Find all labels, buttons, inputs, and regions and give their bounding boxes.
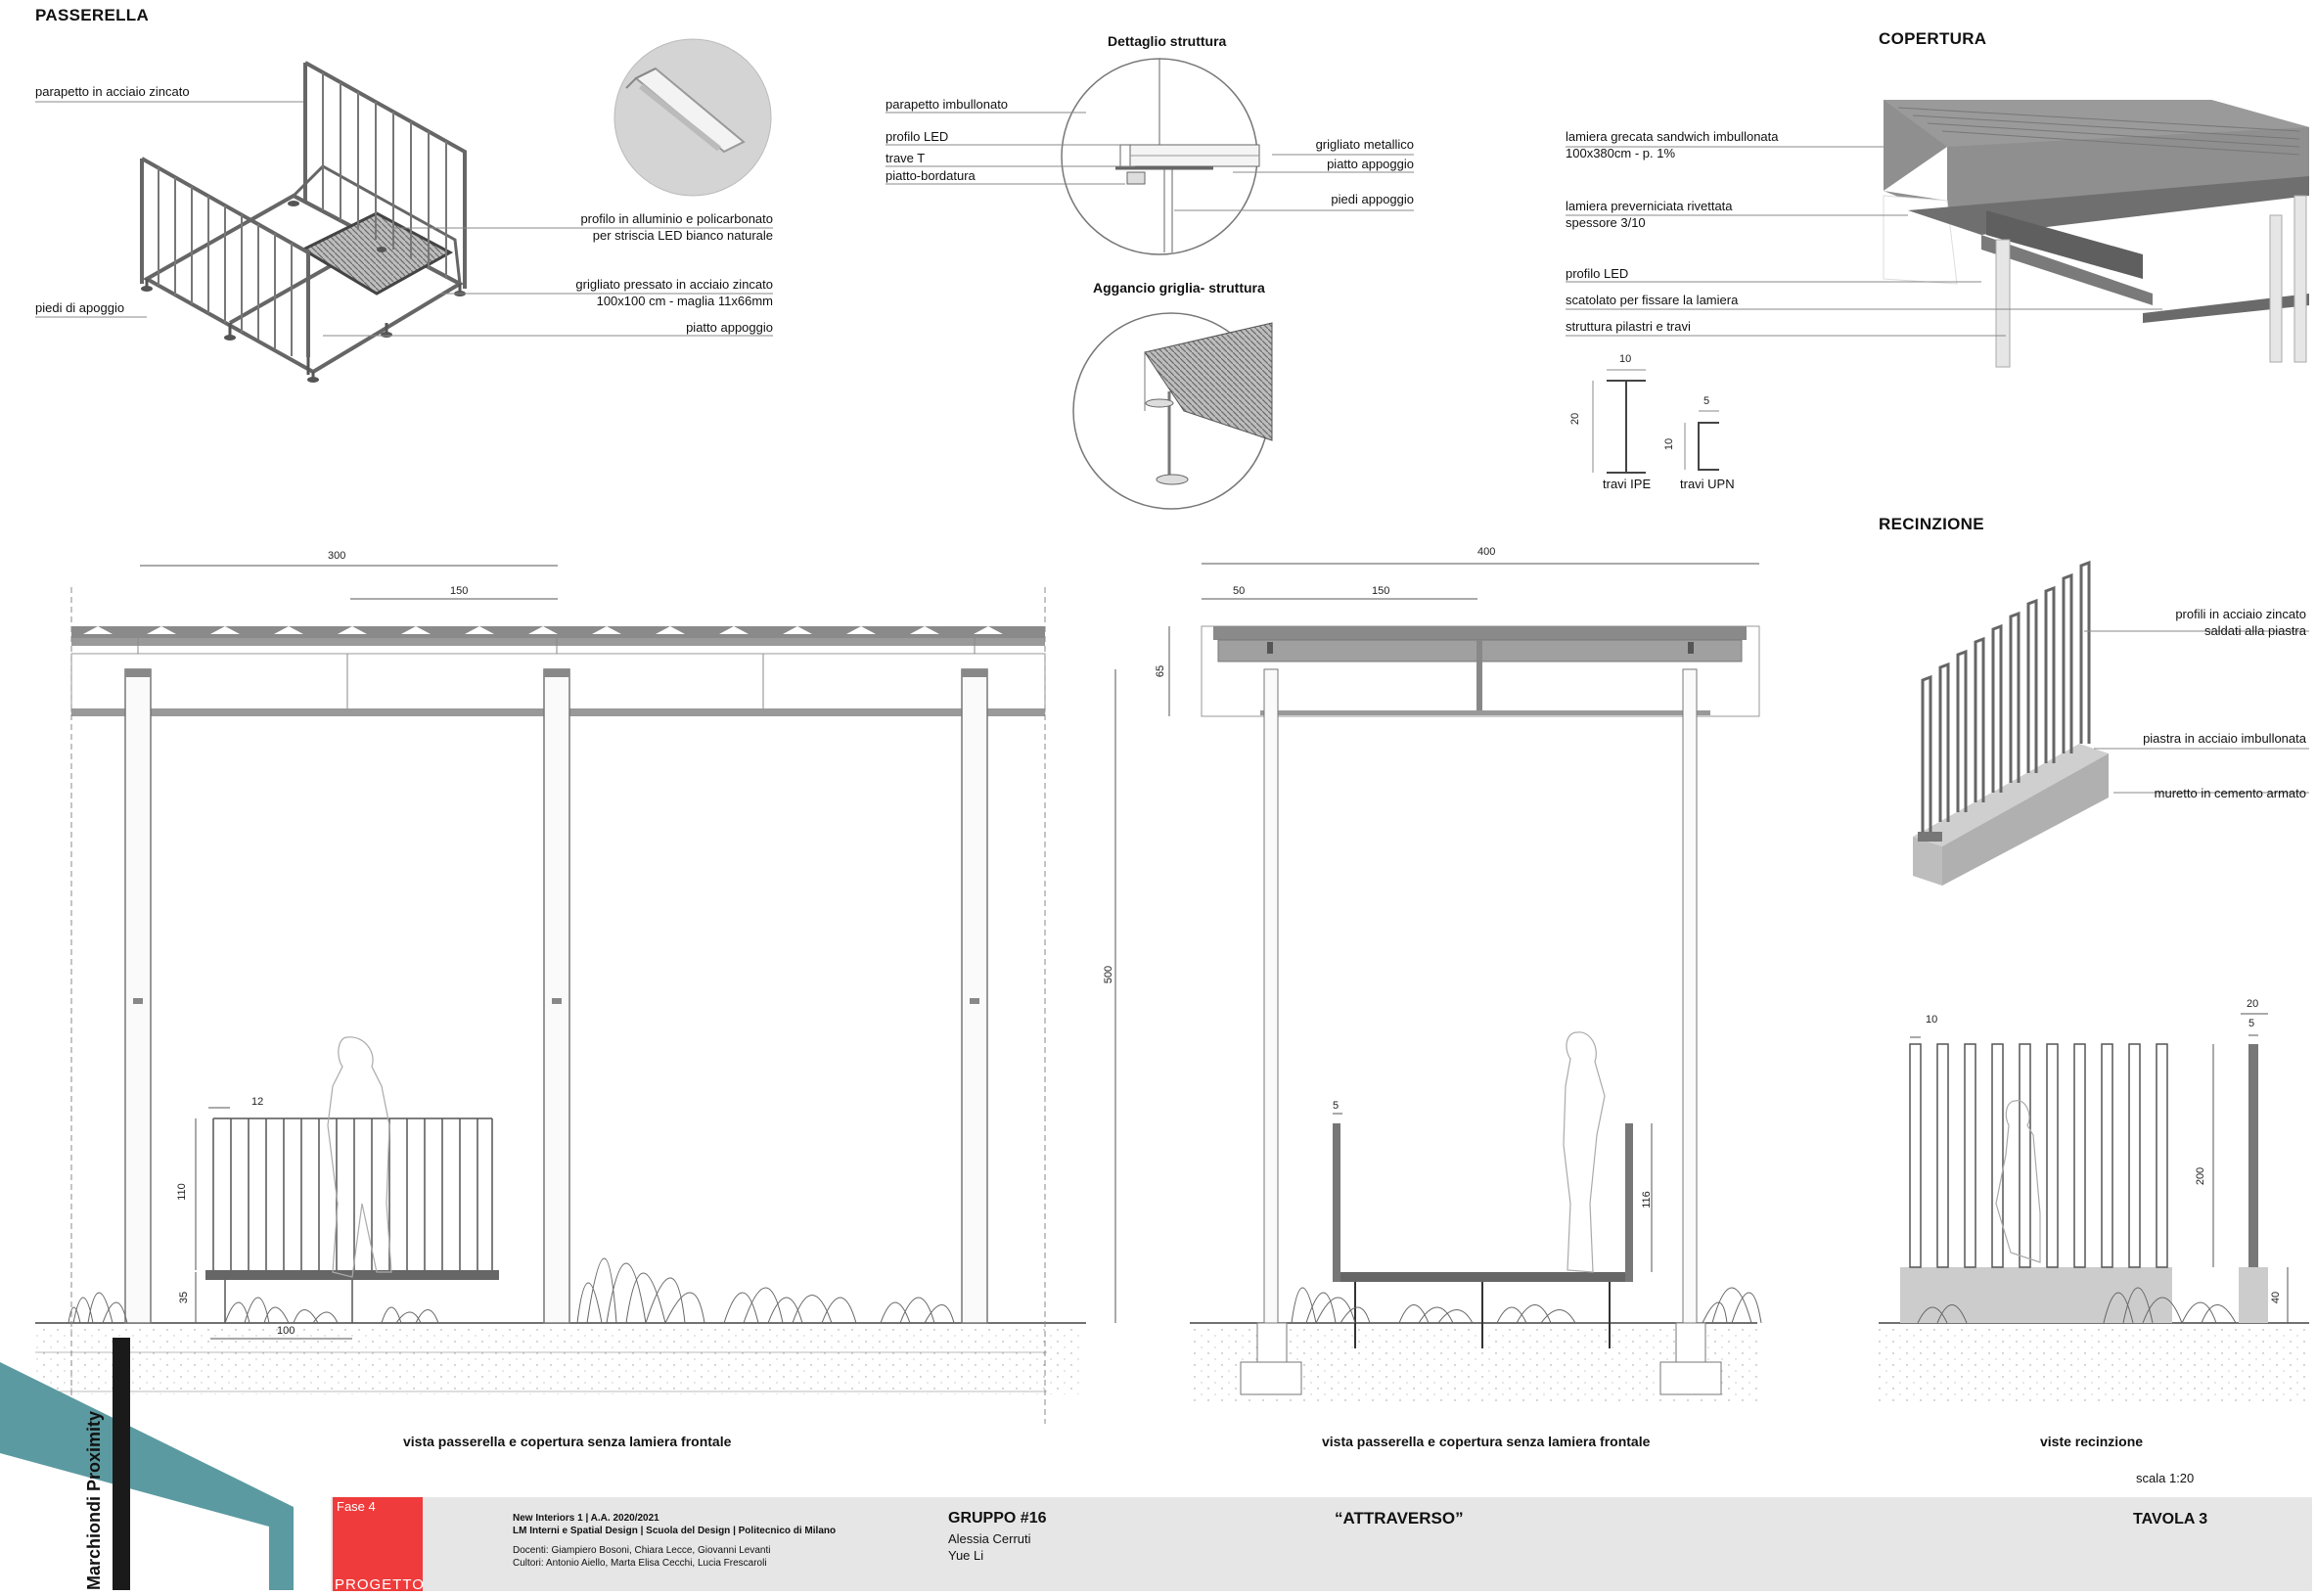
- view2-caption: vista passerella e copertura senza lamie…: [1322, 1434, 1651, 1449]
- view1-caption: vista passerella e copertura senza lamie…: [403, 1434, 732, 1449]
- label-profili-2: saldati alla piastra: [2203, 623, 2306, 638]
- label-struttura: struttura pilastri e travi: [1566, 319, 1691, 334]
- view2-drawing: [1114, 563, 1762, 1404]
- detail-structure-circle: [886, 58, 1414, 255]
- dettaglio-title: Dettaglio struttura: [1108, 33, 1227, 49]
- label-piastra: piastra in acciaio imbullonata: [2143, 731, 2306, 746]
- label-piatto: piatto appoggio: [686, 320, 773, 335]
- v1-dim-35: 35: [178, 1291, 191, 1304]
- cultori-line: Cultori: Antonio Aiello, Marta Elisa Cec…: [513, 1558, 767, 1569]
- v2-dim-150: 150: [1372, 585, 1390, 597]
- label-profili-1: profili in acciaio zincato: [2175, 607, 2306, 621]
- label-prev-1: lamiera preverniciata rivettata: [1566, 199, 1733, 213]
- label-dett-piedi: piedi appoggio: [1331, 192, 1414, 206]
- v1-dim-110: 110: [175, 1183, 188, 1201]
- brand-vertical-text: Marchiondi Proximity: [84, 1410, 104, 1590]
- copertura-leaders: [1566, 146, 2162, 337]
- led-profile-detail: [613, 38, 772, 197]
- v3-dim-10: 10: [1926, 1014, 1938, 1026]
- label-dett-parapetto: parapetto imbullonato: [886, 97, 1009, 112]
- label-prev-2: spessore 3/10: [1566, 215, 1646, 230]
- course-line-2: LM Interni e Spatial Design | Scuola del…: [513, 1526, 837, 1536]
- v2-dim-116: 116: [1640, 1191, 1653, 1208]
- v3-dim-40: 40: [2270, 1291, 2283, 1304]
- v3-dim-20: 20: [2247, 998, 2259, 1010]
- v2-dim-50: 50: [1233, 585, 1246, 597]
- label-travi-upn: travi UPN: [1680, 477, 1735, 491]
- v2-dim-5: 5: [1333, 1100, 1340, 1112]
- v2-dim-65: 65: [1155, 664, 1167, 678]
- label-piedi: piedi di apoggio: [35, 300, 125, 315]
- view1-drawing: [35, 565, 1086, 1424]
- recinzione-leaders: [2084, 630, 2309, 794]
- v3-dim-200: 200: [2195, 1166, 2207, 1186]
- v3-dim-5: 5: [2248, 1018, 2255, 1029]
- tavola-label: TAVOLA 3: [2133, 1511, 2208, 1528]
- aggancio-title: Aggancio griglia- struttura: [1093, 280, 1265, 296]
- docenti-line: Docenti: Giampiero Bosoni, Chiara Lecce,…: [513, 1545, 771, 1556]
- progetto-label: PROGETTO: [335, 1576, 425, 1593]
- scala-label: scala 1:20: [2136, 1471, 2195, 1485]
- passerella-isometric: [140, 61, 467, 383]
- label-dett-piatto-bordatura: piatto-bordatura: [886, 168, 976, 183]
- fase-badge: Fase 4 PROGETTO: [333, 1497, 425, 1593]
- travi-sections: [1592, 369, 1719, 474]
- label-cop-profilo-led: profilo LED: [1566, 266, 1629, 281]
- label-grigliato-2: 100x100 cm - maglia 11x66mm: [596, 294, 773, 308]
- label-dett-profilo-led: profilo LED: [886, 129, 949, 144]
- passerella-leaders: [35, 101, 773, 337]
- recinzione-isometric: [1913, 560, 2109, 886]
- course-line-1: New Interiors 1 | A.A. 2020/2021: [513, 1513, 659, 1524]
- label-scatolato: scatolato per fissare la lamiera: [1566, 293, 1739, 307]
- fase-label: Fase 4: [337, 1499, 376, 1514]
- copertura-isometric: [1883, 100, 2309, 368]
- footer-bar: [331, 1497, 2312, 1591]
- v1-dim-100: 100: [277, 1325, 295, 1337]
- view3-caption: viste recinzione: [2040, 1434, 2144, 1449]
- label-lamiera-1: lamiera grecata sandwich imbullonata: [1566, 129, 1779, 144]
- v1-dim-150: 150: [450, 585, 469, 597]
- label-dett-trave-t: trave T: [886, 151, 926, 165]
- label-dett-piatto-appoggio: piatto appoggio: [1327, 157, 1414, 171]
- label-muretto: muretto in cemento armato: [2154, 786, 2306, 800]
- label-dett-grigliato: grigliato metallico: [1315, 137, 1414, 152]
- dim-ipe-h: 20: [1569, 412, 1582, 426]
- label-parapetto: parapetto in acciaio zincato: [35, 84, 190, 99]
- dim-upn-h: 10: [1663, 437, 1676, 451]
- v1-dim-300: 300: [328, 550, 346, 562]
- recinzione-title: RECINZIONE: [1879, 515, 1984, 533]
- v2-dim-500: 500: [1103, 965, 1115, 984]
- gruppo-label: GRUPPO #16: [948, 1510, 1047, 1527]
- dim-ipe-w: 10: [1619, 353, 1632, 365]
- view3-drawing: [1879, 1013, 2309, 1404]
- label-profilo-1: profilo in alluminio e policarbonato: [580, 211, 773, 226]
- dim-upn-w: 5: [1703, 395, 1710, 407]
- label-travi-ipe: travi IPE: [1603, 477, 1652, 491]
- project-title: “ATTRAVERSO”: [1335, 1509, 1464, 1528]
- member-1: Alessia Cerruti: [948, 1531, 1031, 1546]
- passerella-title: PASSERELLA: [35, 6, 150, 24]
- member-2: Yue Li: [948, 1548, 984, 1563]
- v2-dim-400: 400: [1477, 546, 1496, 558]
- aggancio-circle: [1072, 312, 1273, 510]
- label-grigliato-1: grigliato pressato in acciaio zincato: [575, 277, 773, 292]
- copertura-title: COPERTURA: [1879, 29, 1987, 48]
- v1-dim-12: 12: [251, 1096, 264, 1108]
- label-profilo-2: per striscia LED bianco naturale: [592, 228, 773, 243]
- label-lamiera-2: 100x380cm - p. 1%: [1566, 146, 1676, 160]
